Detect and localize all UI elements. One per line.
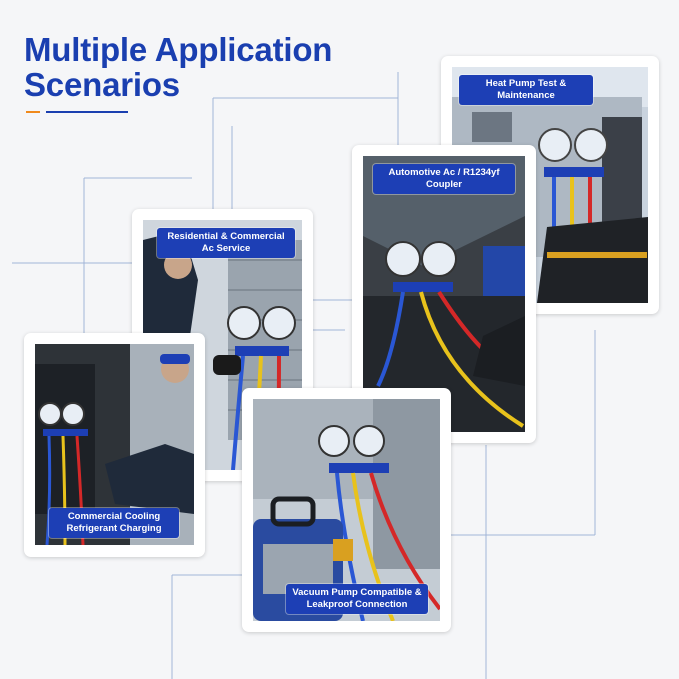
title-accent-orange [26, 111, 40, 113]
card-commercial: Commercial Cooling Refrigerant Charging [24, 333, 205, 557]
page-title: Multiple Application Scenarios [24, 32, 332, 102]
vacuum-label: Vacuum Pump Compatible & Leakproof Conne… [286, 584, 428, 614]
residential-label: Residential & Commercial Ac Service [157, 228, 295, 258]
heat-pump-label: Heat Pump Test & Maintenance [459, 75, 593, 105]
card-vacuum: Vacuum Pump Compatible & Leakproof Conne… [242, 388, 451, 632]
commercial-label: Commercial Cooling Refrigerant Charging [49, 508, 179, 538]
title-line-1: Multiple Application [24, 31, 333, 68]
title-accent-blue [46, 111, 128, 113]
title-line-2: Scenarios [24, 66, 180, 103]
automotive-label: Automotive Ac / R1234yf Coupler [373, 164, 515, 194]
